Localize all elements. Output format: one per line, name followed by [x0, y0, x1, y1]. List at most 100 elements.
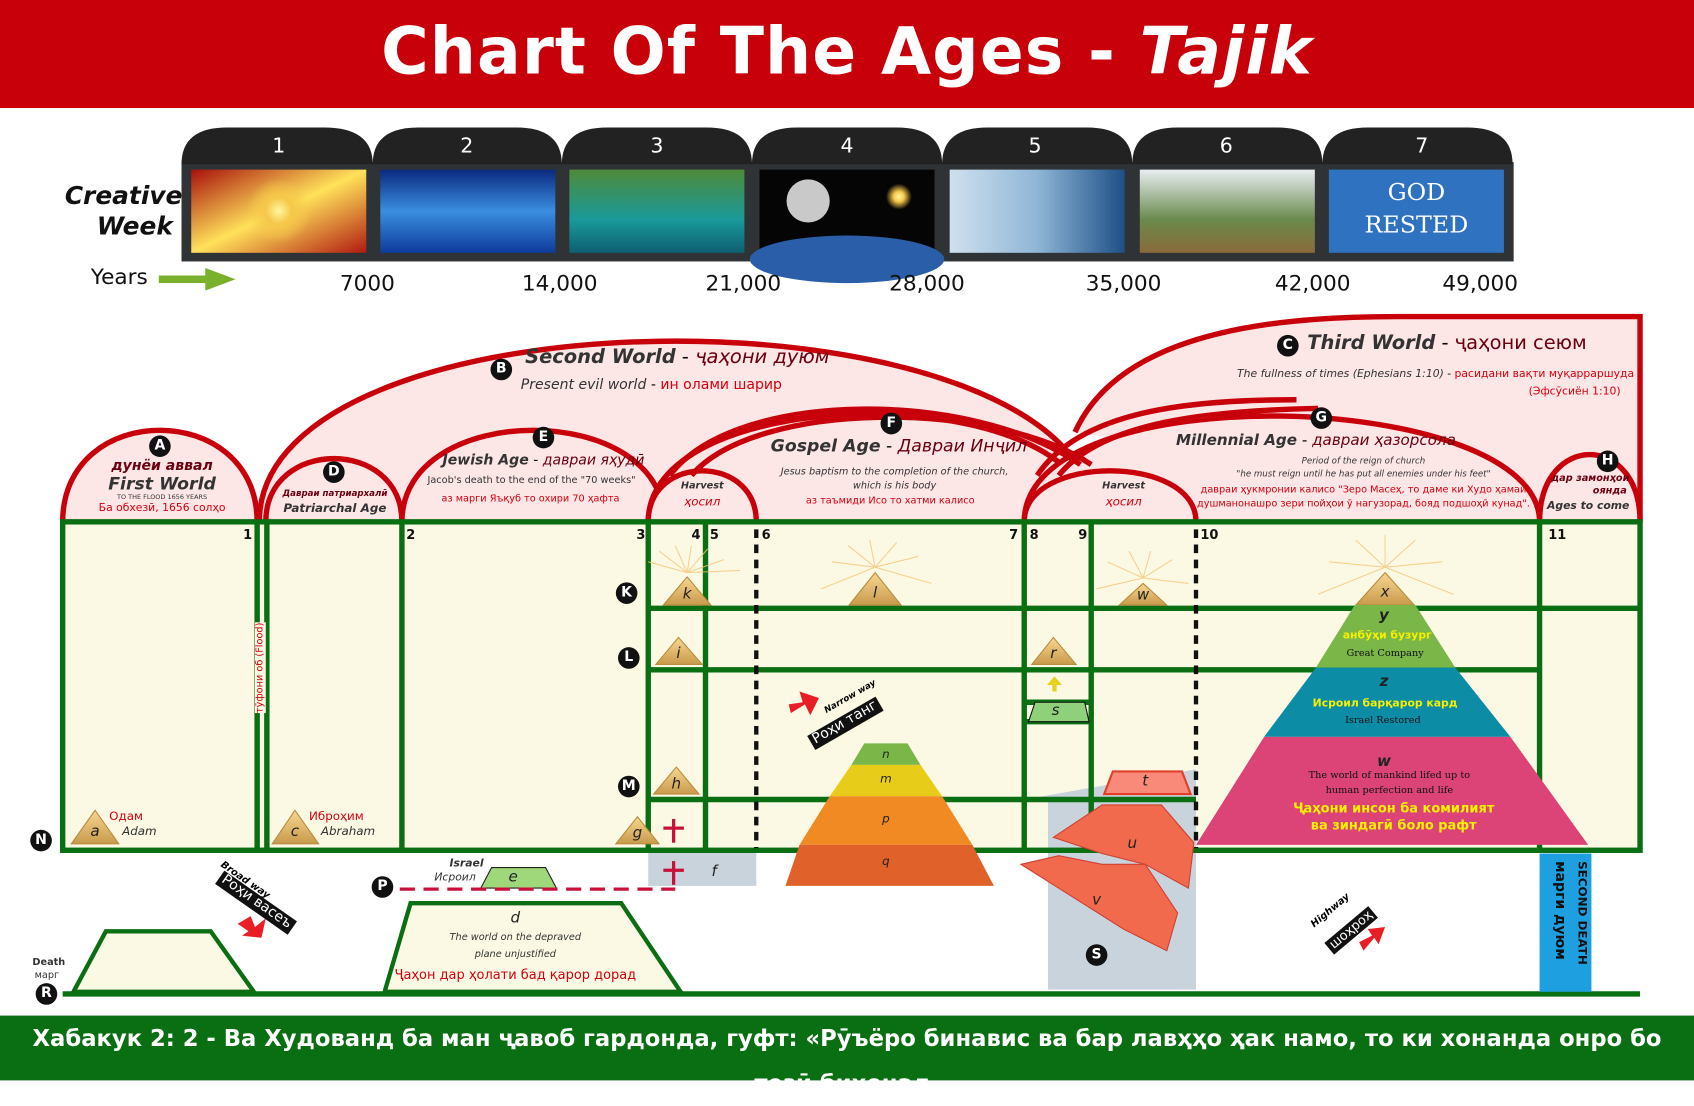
tj: Даврaи Инҷил [897, 435, 1028, 456]
second-death-bar [1539, 853, 1592, 992]
world-lifted-tj: ва зиндагӣ боло рафт [1310, 817, 1477, 833]
sub-tj: расидани вақти муқарраршуда [1454, 368, 1635, 381]
label-v: v [1092, 891, 1102, 909]
plane-marker-n: N [30, 829, 52, 852]
flood-label: тӯфони об (Flood) [254, 622, 267, 714]
label-p: p [882, 811, 890, 826]
left-pyramid [785, 743, 994, 886]
d-plane-desc: plane unjustified [474, 949, 556, 961]
label-q: q [882, 854, 890, 869]
jewish-age-desc-tj: аз марги Яъқуб то охири 70 ҳафта [441, 493, 620, 505]
gospel-age-title: Gospel Age - Даврaи Инҷил [770, 435, 1028, 456]
world-lifted-en: The world of mankind lifed up to [1308, 770, 1471, 782]
label-u: u [1127, 835, 1138, 853]
tj: даврaи яҳудӣ [542, 452, 645, 469]
label-line: Week [96, 212, 173, 241]
dashed-lines [754, 529, 1199, 849]
label-k: k [682, 585, 692, 603]
year-tick: 35,000 [1085, 270, 1162, 297]
label-f: f [711, 863, 717, 881]
marker-b: B [490, 358, 513, 381]
first-world-en: First World [108, 473, 216, 494]
label-z: z [1379, 673, 1389, 691]
second-world-tj: ҷаҳони дуюм [695, 345, 830, 369]
harvest-arc-2 [1021, 468, 1199, 523]
en: Gospel Age [770, 435, 881, 456]
epoch-number: 11 [1548, 527, 1567, 543]
day-number: 2 [460, 133, 474, 158]
en: Millennial Age [1175, 432, 1298, 450]
israel-tj: Исроил [434, 871, 476, 884]
second-death-en: SECOND DEATH [1575, 861, 1590, 965]
label-d: d [510, 909, 521, 927]
marker-e: E [532, 426, 555, 449]
plane-marker-p: P [371, 876, 394, 898]
day5-image [949, 169, 1125, 253]
israel-en: Israel [449, 857, 484, 870]
day-number: 4 [840, 133, 854, 158]
label-l: l [873, 584, 878, 602]
label-t: t [1142, 772, 1149, 790]
day-number: 7 [1415, 133, 1429, 158]
gospel-desc: Jesus baptism to the completion of the c… [780, 466, 1009, 478]
epoch-number: 6 [761, 527, 771, 543]
millennial-desc: Period of the reign of church [1301, 455, 1426, 466]
harvest-en: Harvest [1102, 480, 1146, 492]
label-line: Creative [64, 182, 183, 211]
israel-restored-en: Israel Restored [1345, 715, 1421, 727]
ages-to-come-en: Ages to come [1546, 500, 1630, 513]
abraham-tj: Иброҳим [308, 809, 364, 824]
epoch-number: 1 [243, 527, 253, 543]
ages-to-come-tj: дар замонҳои [1551, 473, 1630, 485]
years-arrow-icon [158, 267, 236, 291]
label-g: g [632, 824, 643, 842]
marker-c: C [1277, 334, 1299, 357]
tj: даврaи ҳазорсола [1312, 432, 1456, 450]
ages-to-come-arc [1536, 452, 1643, 522]
label-n: n [882, 747, 890, 762]
patriarchal-en: Patriarchal Age [283, 501, 387, 516]
marker-a: A [149, 435, 171, 458]
text: RESTED [1364, 211, 1469, 239]
label-i: i [676, 644, 681, 663]
ages-to-come-tj: оянда [1592, 486, 1627, 497]
flood-note: TO THE FLOOD 1656 YEARS [116, 493, 208, 502]
right-pyramid [1196, 605, 1589, 845]
day-number: 3 [650, 133, 664, 158]
plane-marker-r: R [35, 983, 58, 1005]
marker-g: G [1310, 407, 1333, 429]
millennial-title: Millennial Age - даврaи ҳазорсола [1175, 432, 1456, 450]
day-number: 5 [1028, 133, 1042, 158]
diagram-graphics [59, 127, 1643, 997]
title-main: Chart Of The Ages - [381, 14, 1140, 90]
jewish-age-desc: Jacob's death to the end of the "70 week… [427, 475, 636, 487]
first-world-tj: дунёи аввал [111, 458, 213, 475]
day-number: 6 [1219, 133, 1233, 158]
plane-marker-l: L [617, 647, 640, 669]
plane-marker-s: S [1085, 944, 1108, 966]
harvest-tj: ҳосил [684, 494, 721, 509]
patriarchal-arc [263, 455, 405, 522]
jewish-age-title: Jewish Age - даврaи яҳудӣ [442, 452, 645, 469]
label-s: s [1051, 702, 1060, 720]
epoch-number: 5 [709, 527, 719, 543]
way-arrows [237, 691, 1386, 951]
epoch-number: 9 [1078, 527, 1088, 543]
day2-image [380, 169, 556, 253]
epoch-number: 3 [636, 527, 646, 543]
year-tick: 14,000 [521, 270, 598, 297]
first-world-arc [59, 427, 260, 522]
tj: ҷаҳони сеюм [1454, 331, 1587, 355]
label-y: y [1379, 607, 1389, 625]
second-world-en: Second World [525, 345, 676, 369]
great-company-en: Great Company [1346, 648, 1424, 660]
sub-en: The fullness of times (Ephesians 1:10) [1237, 368, 1444, 381]
day-number: 1 [272, 133, 286, 158]
epoch-number: 10 [1200, 527, 1219, 543]
millennial-desc-tj: душманонашро зери пойҳои ӯ нагузорад, бо… [1196, 499, 1530, 510]
flood-note-tj: Ба обхезӣ, 1656 солҳо [98, 502, 226, 515]
sub-tj: ин олами шарир [660, 377, 782, 394]
year-tick: 49,000 [1442, 270, 1518, 297]
